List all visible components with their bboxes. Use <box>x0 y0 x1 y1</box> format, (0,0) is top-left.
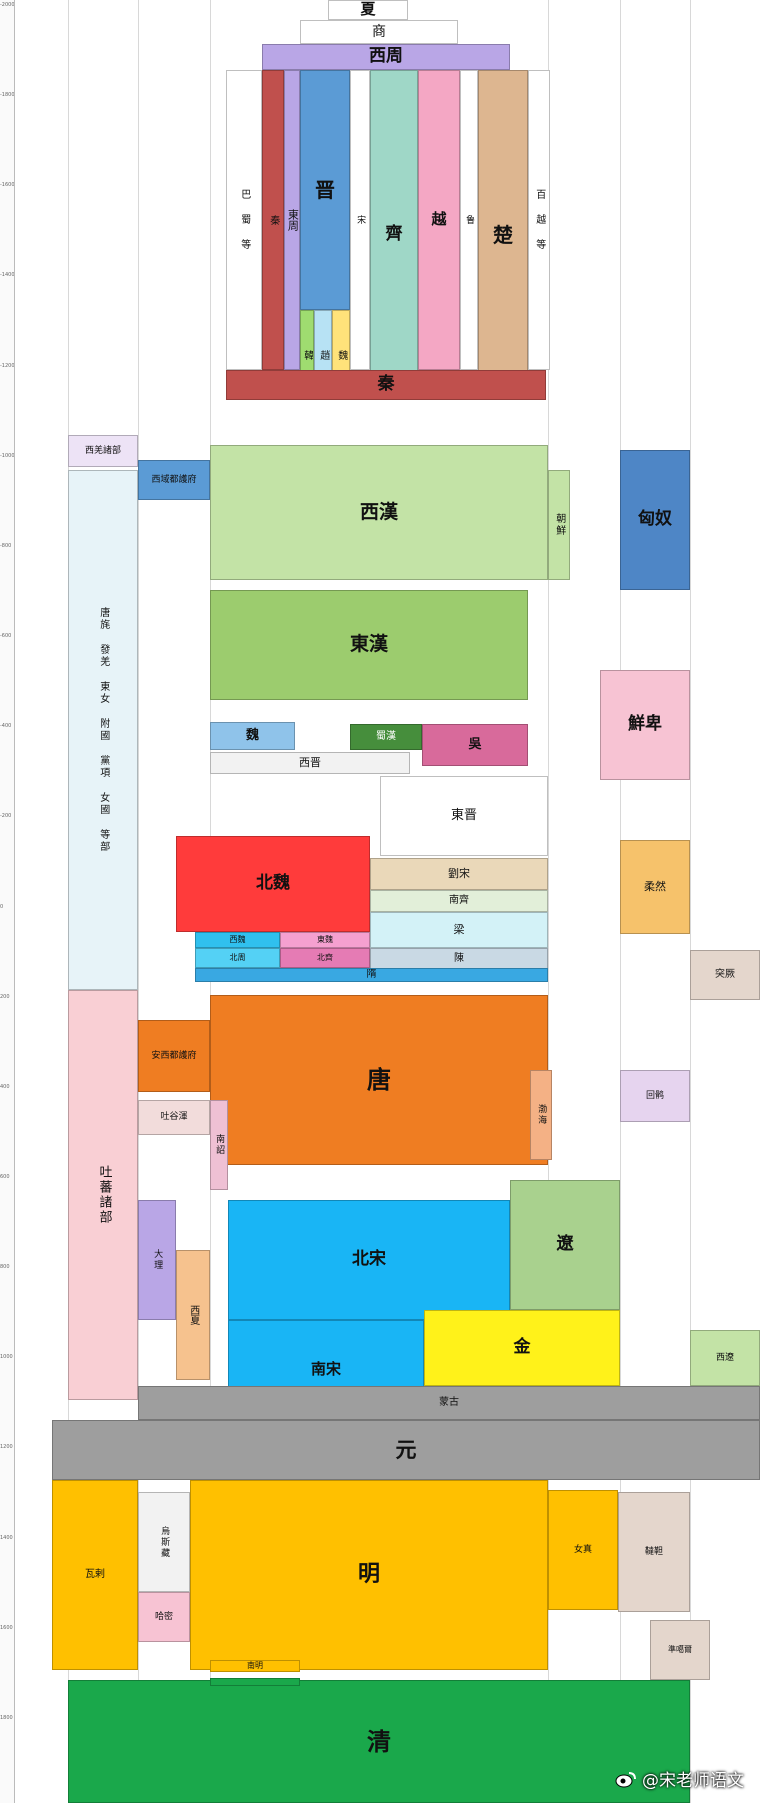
jin-block: 金 <box>424 1310 620 1386</box>
year-tick: -1000 <box>0 452 15 459</box>
year-tick: 200 <box>0 993 10 1000</box>
chaoxian-block: 朝鮮 <box>548 470 570 580</box>
sui-block: 隋 <box>195 968 548 982</box>
xiwei-block: 西魏 <box>195 932 280 948</box>
wuliangha-block: 瓦剌 <box>52 1480 138 1670</box>
year-tick: -600 <box>0 633 12 640</box>
beiwei-block: 北魏 <box>176 836 370 932</box>
xizhou-block: 西周 <box>262 44 510 70</box>
year-tick: 0 <box>0 903 4 910</box>
qin-dynasty-block: 秦 <box>226 370 546 400</box>
dali-block: 大理 <box>138 1200 176 1320</box>
year-tick: 1200 <box>0 1444 13 1451</box>
huihu-block: 回鹘 <box>620 1070 690 1122</box>
chu-block: 楚 <box>478 70 528 400</box>
xiqiang-block: 西羌諸部 <box>68 435 138 467</box>
hami-block: 哈密 <box>138 1592 190 1642</box>
liang-block: 梁 <box>370 912 548 948</box>
song-state-block: 宋 <box>350 70 370 370</box>
menggu-block: 蒙古 <box>138 1386 760 1420</box>
qing-top-band <box>210 1678 300 1686</box>
jin-state-block: 晋 <box>300 70 350 310</box>
yuan-block: 元 <box>52 1420 760 1480</box>
chen-block: 陳 <box>370 948 548 970</box>
wei-block: 魏 <box>210 722 295 750</box>
baiyue-block: 百 越 等 <box>528 70 550 370</box>
year-tick: 1600 <box>0 1624 13 1631</box>
donghan-block: 東漢 <box>210 590 528 700</box>
weibo-watermark: @宋老师语文 <box>615 1766 744 1791</box>
year-tick: 1400 <box>0 1534 13 1541</box>
tusi-block: 烏斯藏 <box>138 1492 190 1592</box>
year-tick: 800 <box>0 1264 10 1271</box>
xijin-block: 西晋 <box>210 752 410 774</box>
dongwei-block: 東魏 <box>280 932 370 948</box>
year-tick: -200 <box>0 813 12 820</box>
dada-block: 韃靼 <box>618 1492 690 1612</box>
weibo-icon <box>615 1771 636 1787</box>
year-tick: -400 <box>0 723 12 730</box>
watermark-text: @宋老师语文 <box>642 1771 744 1791</box>
year-axis: -2000-1800-1600-1400-1200-1000-800-600-4… <box>0 0 15 1803</box>
liu-song-block: 劉宋 <box>370 858 548 890</box>
tuguhun-block: 吐谷渾 <box>138 1100 210 1135</box>
wu-block: 吳 <box>422 724 528 766</box>
bohai-block: 渤海 <box>530 1070 552 1160</box>
mingdian-block: 南明 <box>210 1660 300 1672</box>
year-tick: 1000 <box>0 1354 13 1361</box>
xinjiang-block: 準噶爾 <box>650 1620 710 1680</box>
year-tick: -2000 <box>0 2 15 8</box>
tujue-block: 突厥 <box>690 950 760 1000</box>
beiqi-block: 北齊 <box>280 948 370 968</box>
dongjin-block: 東晋 <box>380 776 548 856</box>
year-tick: -1400 <box>0 272 15 279</box>
xianbei-block: 鮮卑 <box>600 670 690 780</box>
bashu-block: 巴 蜀 等 <box>226 70 262 370</box>
qin-state-block: 秦 <box>262 70 284 370</box>
year-tick: 1800 <box>0 1714 13 1721</box>
tang-block: 唐 <box>210 995 548 1165</box>
yue-block: 越 <box>418 70 460 370</box>
lu-block: 鲁 <box>460 70 478 370</box>
tubo-block: 吐蕃諸部 <box>68 990 138 1400</box>
beisong-block: 北宋 <box>228 1200 510 1320</box>
grid-line <box>138 0 139 1803</box>
nuerhan-block: 女真 <box>548 1490 618 1610</box>
xiongnu-block: 匈奴 <box>620 450 690 590</box>
year-tick: 400 <box>0 1083 10 1090</box>
nanqi-block: 南齊 <box>370 890 548 912</box>
rouran-block: 柔然 <box>620 840 690 934</box>
ming-block: 明 <box>190 1480 548 1670</box>
xiyu-block: 西域都護府 <box>138 460 210 500</box>
xixia-block: 西夏 <box>176 1250 210 1380</box>
beizhou-block: 北周 <box>195 948 280 968</box>
anxi-block: 安西都護府 <box>138 1020 210 1092</box>
huangzhu-block: 西遼 <box>690 1330 760 1386</box>
nanzhao-block: 南詔 <box>210 1100 228 1190</box>
qing-block: 清 <box>68 1680 690 1803</box>
shang-block: 商 <box>300 20 458 44</box>
year-tick: -1800 <box>0 92 15 99</box>
grid-line <box>690 0 691 1803</box>
year-tick: -1600 <box>0 182 15 189</box>
year-tick: -800 <box>0 542 12 549</box>
xia-block: 夏 <box>328 0 408 20</box>
dongzhou-block: 東周 <box>284 70 300 370</box>
xihan-block: 西漢 <box>210 445 548 580</box>
tangxiang-block: 唐旄 發羌 東女 附國 黨項 女國 等部 <box>68 470 138 990</box>
shuhan-block: 蜀漢 <box>350 724 422 750</box>
grid-line <box>548 0 549 1803</box>
liao-block: 遼 <box>510 1180 620 1310</box>
qi-block: 齊 <box>370 70 418 400</box>
year-tick: -1200 <box>0 362 15 369</box>
year-tick: 600 <box>0 1173 10 1180</box>
